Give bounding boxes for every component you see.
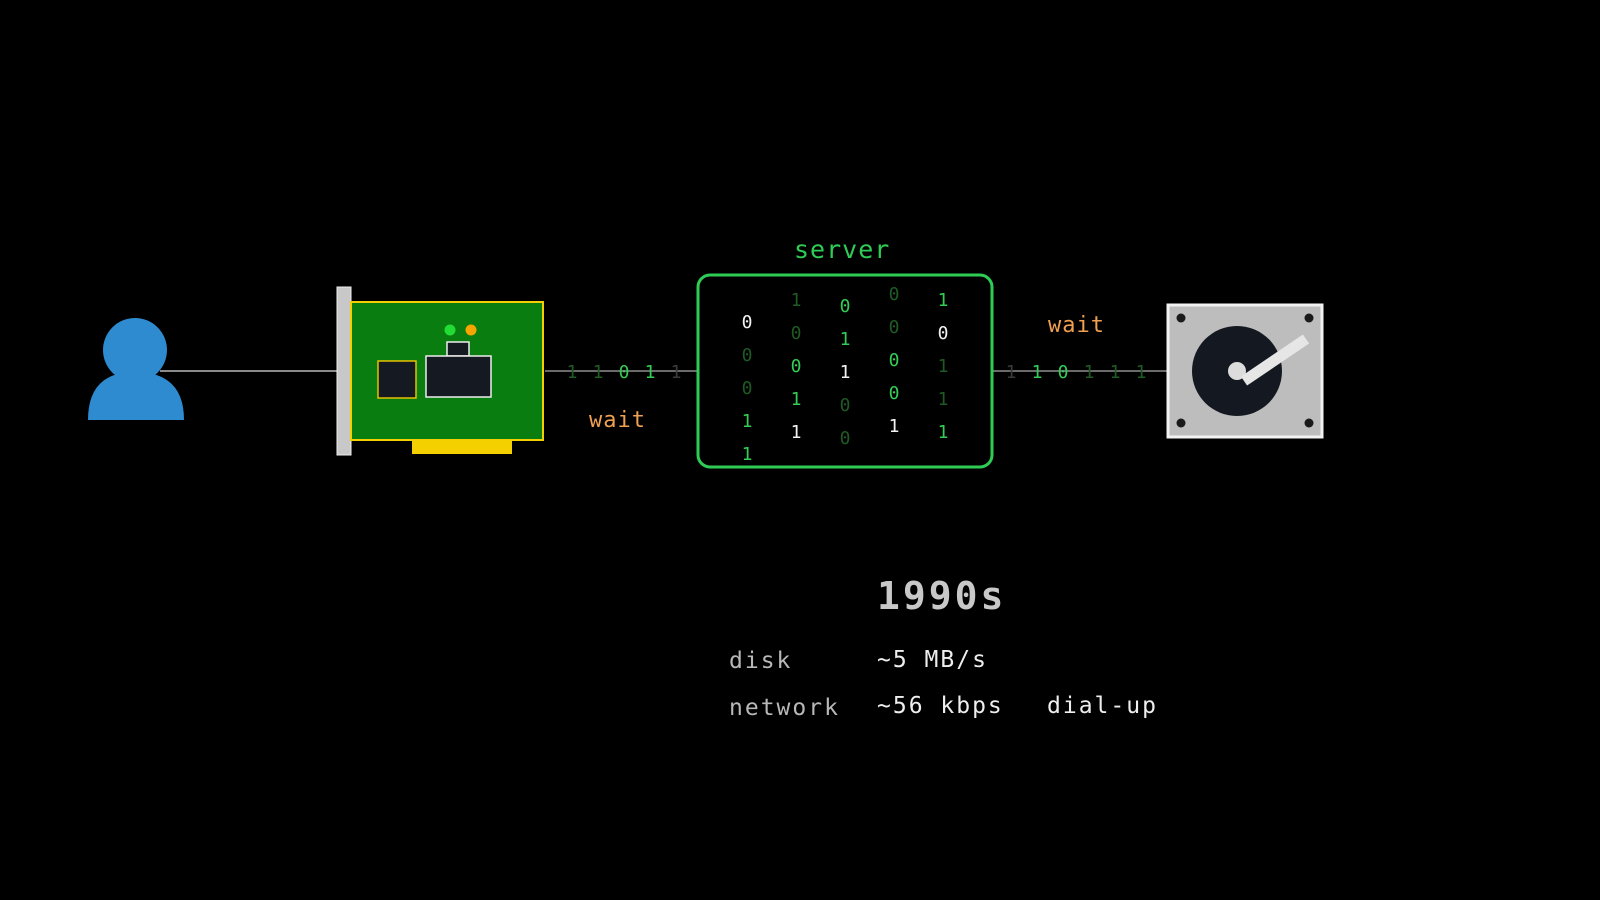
server-bit: 0: [791, 323, 802, 344]
server-bit: 0: [889, 317, 900, 338]
server-bit: 0: [840, 395, 851, 416]
server-bits: 0 0 0 1 1 1 0 0 1 1 0 1 1 0 0 0 0 0 0 1 1 0 1 1 1: [742, 284, 949, 465]
era-title: 1990s: [877, 574, 1006, 618]
card-port-tab: [446, 341, 470, 357]
card-bracket: [336, 286, 352, 456]
server-label: server: [794, 235, 890, 264]
card-led-green: [444, 324, 456, 336]
stream-bit: 1: [593, 362, 604, 383]
hard-disk-icon: [1166, 303, 1324, 439]
stream-bit: 1: [645, 362, 656, 383]
server-box: [696, 273, 994, 469]
server-bit: 1: [938, 290, 949, 311]
server-bit: 1: [791, 389, 802, 410]
server-bit: 1: [938, 389, 949, 410]
stream-bit: 0: [619, 362, 630, 383]
wait-label-network: wait: [589, 408, 646, 433]
card-led-orange: [465, 324, 477, 336]
disk-spindle: [1228, 362, 1246, 380]
server-bit: 0: [742, 312, 753, 333]
stream-bit: 1: [567, 362, 578, 383]
stream-bit: 0: [1058, 362, 1069, 383]
metric-network-label: network: [729, 695, 840, 721]
server-bit: 0: [840, 296, 851, 317]
disk-screw: [1176, 418, 1186, 428]
metric-disk-value: ~5 MB/s: [877, 647, 988, 673]
stream-bit: 1: [1084, 362, 1095, 383]
server-bit: 0: [791, 356, 802, 377]
disk-screw: [1304, 418, 1314, 428]
stream-bit: 1: [1032, 362, 1043, 383]
user-icon: [88, 318, 184, 420]
server-bit: 0: [742, 378, 753, 399]
disk-arm: [1240, 334, 1310, 386]
server-bit: 0: [889, 383, 900, 404]
metric-disk-label: disk: [729, 648, 792, 674]
disk-screw: [1176, 313, 1186, 323]
network-card-icon: [336, 286, 544, 456]
server-bit: 1: [840, 362, 851, 383]
server-bit: 1: [742, 411, 753, 432]
card-chip: [377, 360, 417, 399]
server-bit: 1: [791, 290, 802, 311]
server-bit: 1: [889, 416, 900, 437]
card-port: [425, 355, 492, 398]
metric-network-value: ~56 kbps: [877, 693, 1004, 719]
stream-bit: 1: [1006, 362, 1017, 383]
server-bit: 1: [938, 356, 949, 377]
server-bit: 0: [840, 428, 851, 449]
server-bit: 1: [791, 422, 802, 443]
server-bit: 0: [938, 323, 949, 344]
server-bit: 1: [840, 329, 851, 350]
metric-network-note: dial-up: [1047, 693, 1158, 719]
disk-screw: [1304, 313, 1314, 323]
server-bit: 0: [742, 345, 753, 366]
stream-bit: 1: [1136, 362, 1147, 383]
server-bit: 1: [938, 422, 949, 443]
card-edge-connector: [412, 440, 512, 454]
server-bit: 1: [742, 444, 753, 465]
wait-label-disk: wait: [1048, 313, 1105, 338]
server-bit: 0: [889, 350, 900, 371]
server-bit: 0: [889, 284, 900, 305]
stream-bit: 1: [671, 362, 682, 383]
stream-bit: 1: [1110, 362, 1121, 383]
